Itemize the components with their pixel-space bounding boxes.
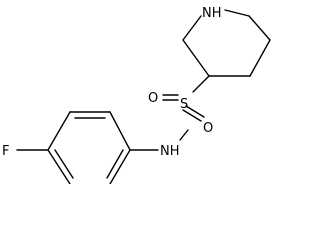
- molecule-drawing: F NH S O O NH: [2, 6, 271, 184]
- atom-sulfur: S: [180, 97, 188, 112]
- bond-pip-c3-c2: [182, 39, 210, 77]
- bond-s-c3: [192, 75, 210, 93]
- bond-pip-c6-c5: [248, 15, 271, 41]
- bond-ring-double-left: [54, 149, 74, 179]
- piperidine-ring: [182, 9, 271, 77]
- bond-ring-double-right: [106, 149, 124, 179]
- atom-amine-nh: NH: [160, 144, 180, 159]
- bond-s-o-bottom-a: [182, 109, 202, 122]
- atom-oxygen-left: O: [148, 91, 158, 106]
- atom-fluorine: F: [2, 144, 9, 159]
- structure-canvas: F NH S O O NH: [2, 6, 271, 184]
- bond-pip-n1-c6: [224, 9, 250, 17]
- bond-pip-c5-c4: [249, 39, 271, 77]
- bond-ring-c4-c5: [109, 149, 131, 184]
- bond-s-o-bottom-b: [185, 105, 205, 118]
- bond-ring-c3-c4: [109, 111, 131, 151]
- atom-oxygen-bottom: O: [203, 121, 213, 136]
- benzene-ring: [47, 111, 131, 184]
- bond-nh-s: [179, 129, 189, 141]
- bond-ring-c6-c1: [47, 149, 71, 184]
- bond-ring-c1-c2: [47, 111, 71, 151]
- atom-ring-nh: NH: [202, 6, 222, 21]
- bond-pip-c2-n1: [182, 15, 202, 41]
